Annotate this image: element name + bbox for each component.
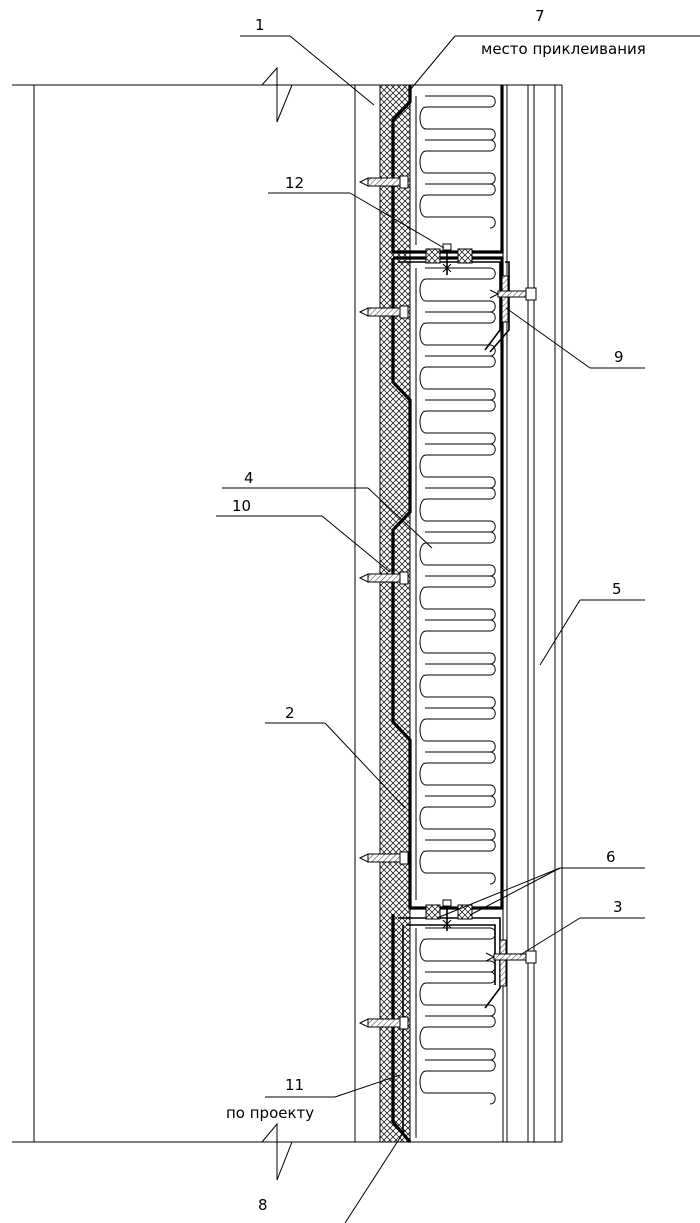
- insulation-wave: [419, 575, 496, 621]
- dowel-head: [399, 305, 409, 319]
- dowel-head: [399, 175, 409, 189]
- label-5: 5: [612, 580, 622, 598]
- label-11-note: по проекту: [226, 1104, 314, 1122]
- dowel-tip: [358, 1018, 369, 1028]
- label-7: 7: [535, 7, 545, 25]
- insulation-wave: [419, 95, 496, 141]
- label-2: 2: [285, 704, 295, 722]
- hatched-layer: [379, 84, 411, 1143]
- insulation-wave: [419, 619, 496, 665]
- dowel-body: [367, 307, 401, 317]
- facade-screws: [485, 287, 537, 964]
- wall-outline: [12, 66, 562, 1181]
- insulation-wave: [419, 663, 496, 709]
- insulation-wave: [419, 399, 496, 445]
- insulation-wave: [419, 1015, 496, 1061]
- label-8: 8: [258, 1196, 268, 1214]
- insulation-wave: [419, 487, 496, 533]
- label-6: 6: [606, 848, 616, 866]
- insulation-wave: [419, 971, 496, 1017]
- label-4: 4: [244, 469, 254, 487]
- cladding-lines: [502, 85, 563, 1142]
- dowel-body: [367, 1018, 401, 1028]
- insulation-wave: [419, 311, 496, 357]
- insulation-wave: [419, 707, 496, 753]
- dowel-tip: [358, 307, 369, 317]
- dowel-body: [367, 853, 401, 863]
- insulation-wave: [419, 795, 496, 841]
- insulation-wave: [419, 183, 496, 229]
- leader-lines: [216, 35, 700, 1223]
- insulation-wave: [419, 139, 496, 185]
- dowel-head: [399, 851, 409, 865]
- wall-dowels: [358, 175, 409, 1030]
- insulation-wave: [419, 531, 496, 577]
- insulation-wave: [419, 443, 496, 489]
- z-bracket-upper: [398, 261, 510, 353]
- label-9: 9: [614, 348, 624, 366]
- dowel-head: [399, 571, 409, 585]
- dowel-tip: [358, 177, 369, 187]
- insulation-wave: [419, 1059, 496, 1105]
- insulation-waves: [415, 95, 496, 1138]
- label-11: 11: [285, 1076, 304, 1094]
- insulation-wave: [419, 927, 496, 973]
- callout-labels: 1 7 место приклеивания 12 9 4 10 5 2 6 3…: [226, 7, 646, 1214]
- insulation-wave: [419, 751, 496, 797]
- insulation-wave: [419, 267, 496, 313]
- label-7-note: место приклеивания: [481, 40, 646, 58]
- label-1: 1: [255, 16, 265, 34]
- z-bracket-lower: [398, 917, 507, 1132]
- dowel-body: [367, 177, 401, 187]
- label-10: 10: [232, 497, 251, 515]
- label-12: 12: [285, 174, 304, 192]
- dowel-body: [367, 573, 401, 583]
- insulation-wave: [419, 355, 496, 401]
- label-3: 3: [613, 898, 623, 916]
- dowel-tip: [358, 573, 369, 583]
- insulation-wave: [419, 839, 496, 885]
- dowel-head: [399, 1016, 409, 1030]
- dowel-tip: [358, 853, 369, 863]
